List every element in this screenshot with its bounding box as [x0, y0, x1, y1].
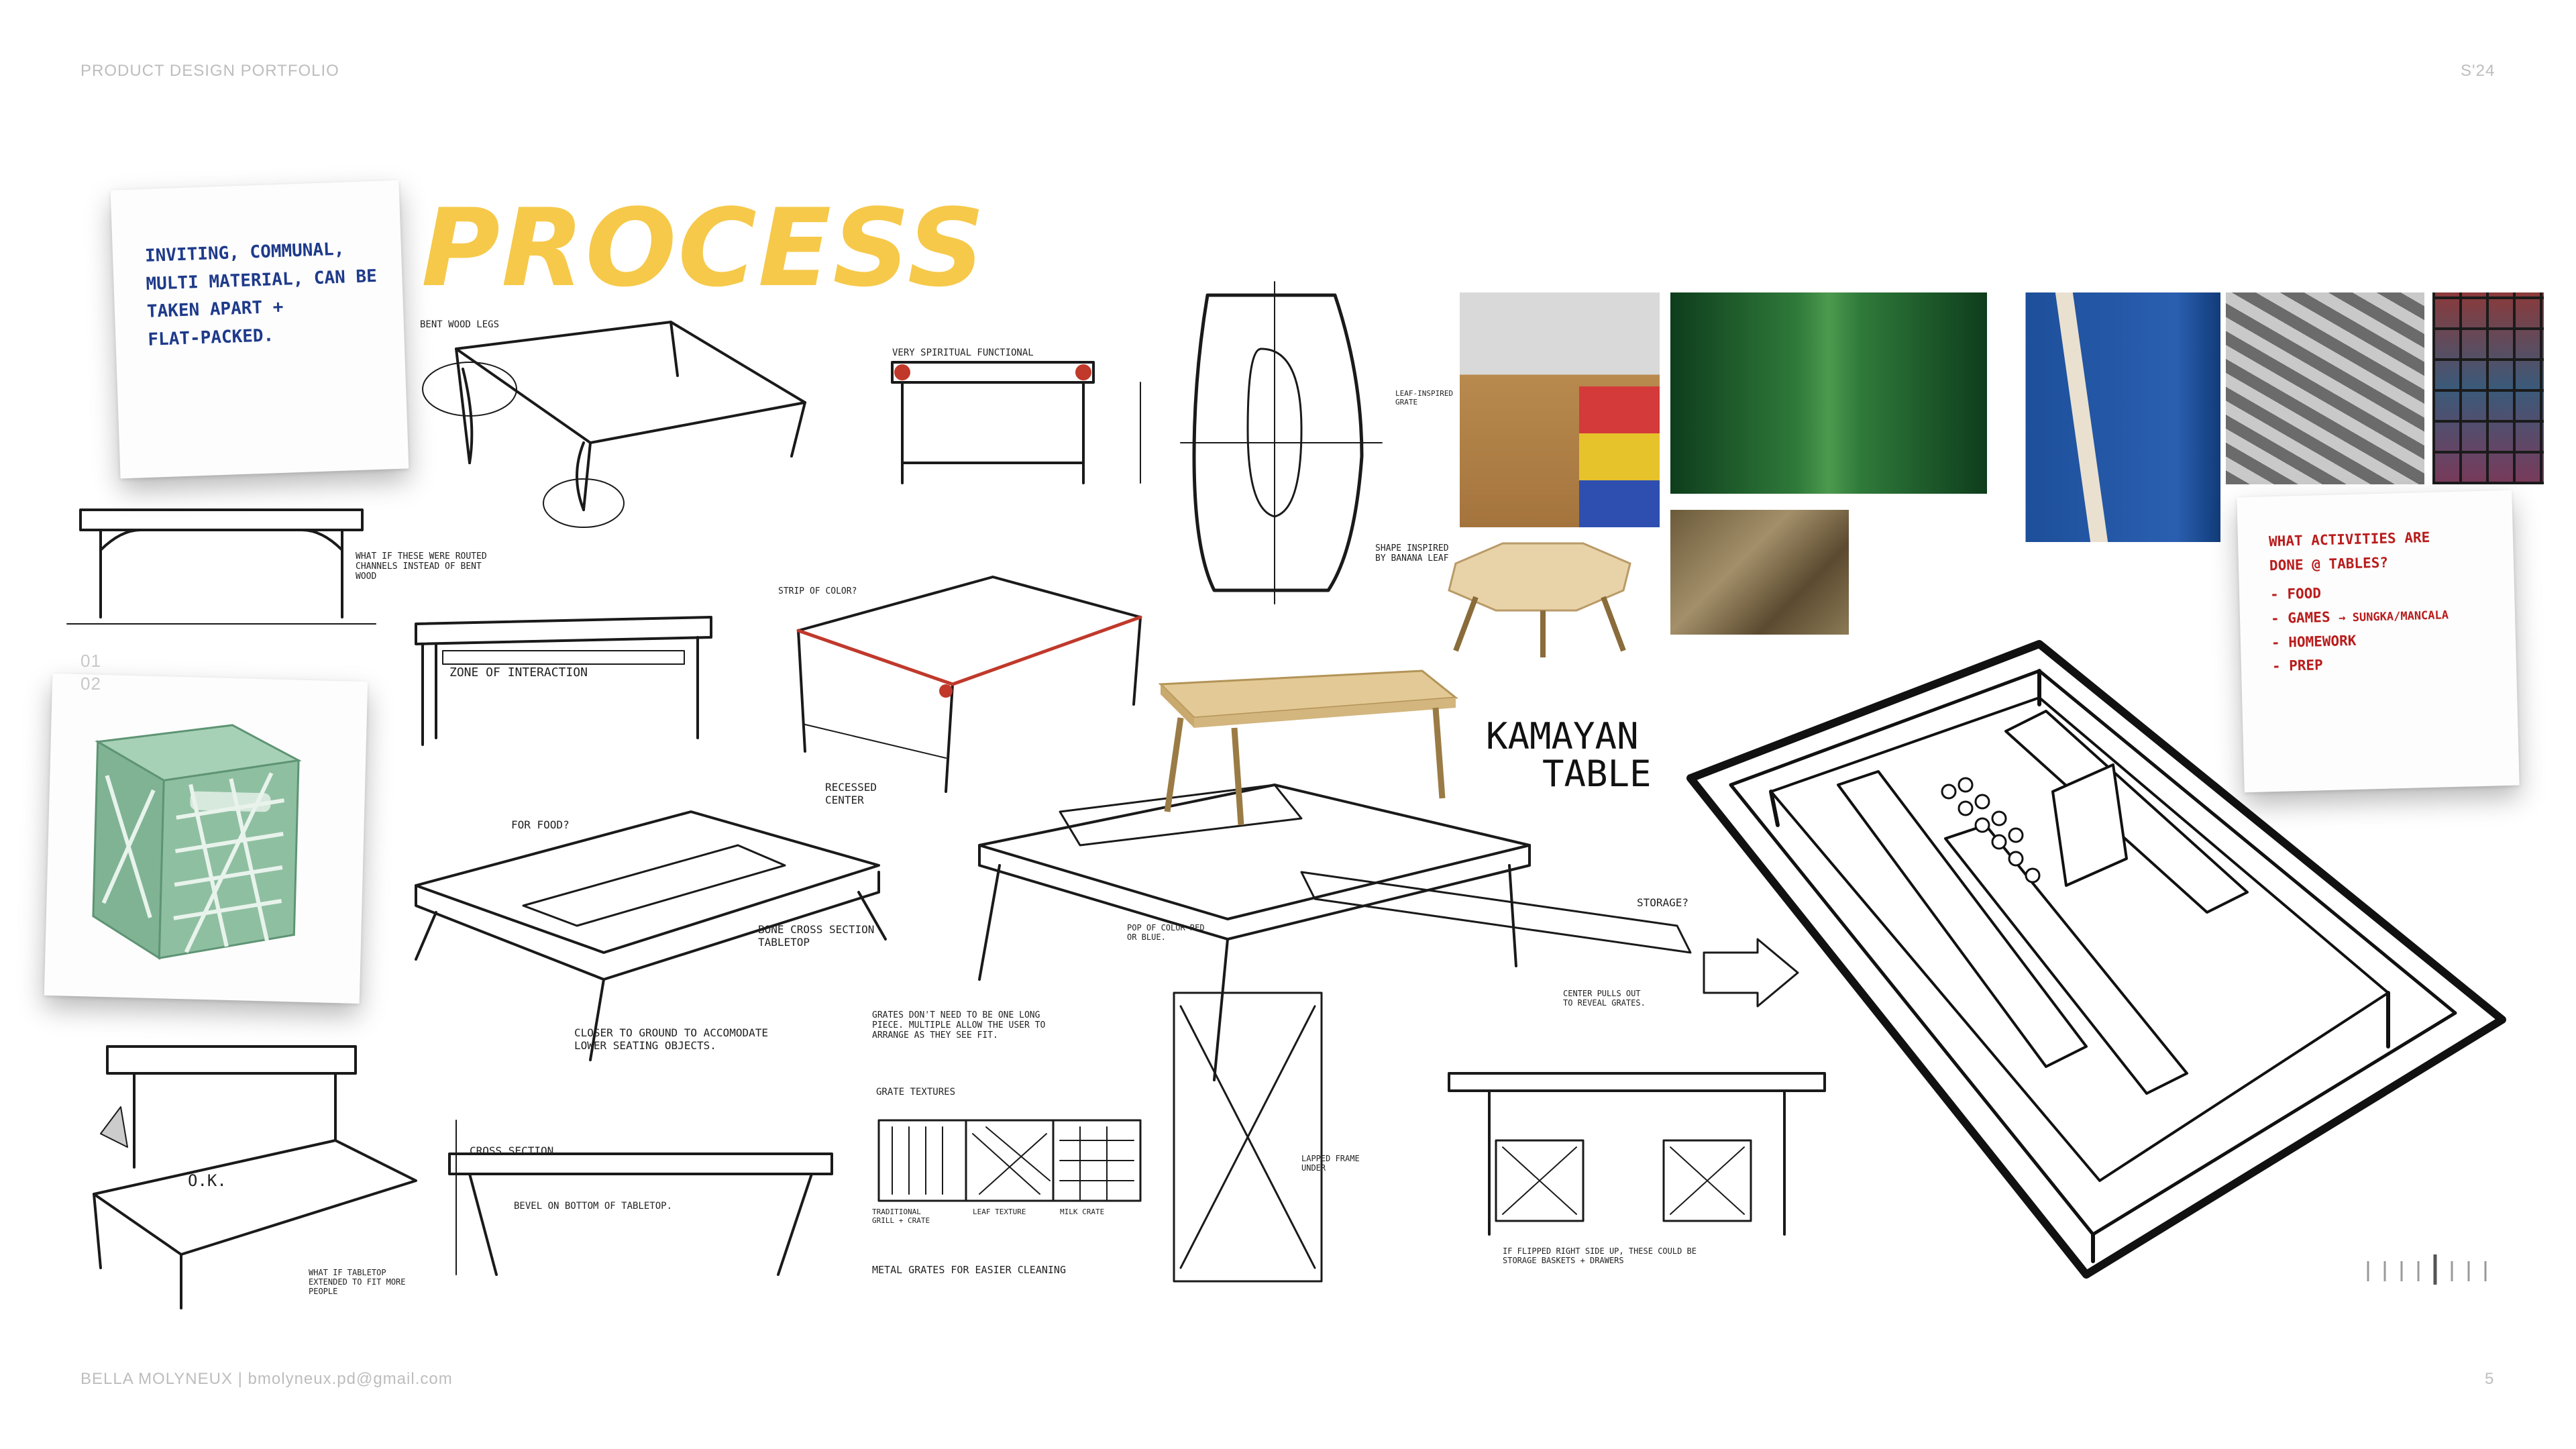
label-for-food: FOR FOOD?	[511, 818, 570, 831]
label-leaf-grate: LEAF-INSPIRED GRATE	[1395, 389, 1454, 407]
label-lapped: LAPPED FRAME UNDER	[1301, 1154, 1360, 1173]
label-very-spiritual: VERY SPIRITUAL FUNCTIONAL	[892, 347, 1034, 358]
sketch-table-elevation	[66, 508, 376, 625]
label-interaction: ZONE OF INTERACTION	[449, 665, 588, 680]
side-marker: 01 02	[80, 649, 101, 695]
photo-wood-bundles	[1670, 510, 1849, 635]
kamayan-line-1: KAMAYAN	[1486, 715, 1639, 757]
page-indicator	[2367, 1254, 2487, 1285]
side-marker-02: 02	[80, 674, 101, 694]
header-left: PRODUCT DESIGN PORTFOLIO	[80, 62, 339, 80]
sketch-lapped-frame	[1173, 991, 1323, 1283]
sketch-table-bentwood	[422, 321, 806, 528]
label-cross-section: CROSS SECTION	[470, 1144, 554, 1157]
note-right-item: - GAMES	[2270, 608, 2330, 627]
footer-left: BELLA MOLYNEUX | bmolyneux.pd@gmail.com	[80, 1370, 453, 1388]
arrow-icon	[1703, 938, 1799, 1008]
kamayan-label: KAMAYAN TABLE	[1486, 718, 1652, 793]
sticky-note-right: WHAT ACTIVITIES ARE DONE @ TABLES? - FOO…	[2237, 490, 2520, 793]
photo-crate-shelf	[2432, 292, 2544, 484]
note-right-item: - PREP	[2271, 657, 2324, 675]
label-grate-traditional: TRADITIONAL GRILL + CRATE	[872, 1208, 930, 1225]
label-bone: BONE CROSS SECTION TABLETOP	[758, 923, 875, 949]
sketch-table-recessed	[415, 810, 887, 1061]
label-flipped: IF FLIPPED RIGHT SIDE UP, THESE COULD BE…	[1503, 1246, 1697, 1265]
note-right-heading: DONE @ TABLES?	[2269, 554, 2389, 574]
note-right-heading: WHAT ACTIVITIES ARE	[2268, 529, 2430, 550]
grate-texture-swatches	[877, 1119, 1142, 1202]
kamayan-line-2: TABLE	[1542, 753, 1652, 795]
label-strip-color: STRIP OF COLOR?	[778, 586, 857, 596]
label-storage: STORAGE?	[1637, 896, 1689, 909]
sticky-note-crate	[44, 673, 368, 1004]
label-center-pulls: CENTER PULLS OUT TO REVEAL GRATES.	[1563, 989, 1646, 1008]
header-right: S'24	[2461, 62, 2496, 80]
label-bent-wood: BENT WOOD LEGS	[420, 319, 500, 330]
label-bevel: BEVEL ON BOTTOM OF TABLETOP.	[514, 1201, 673, 1212]
label-routed: WHAT IF THESE WERE ROUTED CHANNELS INSTE…	[356, 551, 487, 582]
render-plywood-table	[1158, 669, 1458, 826]
label-what-if-extended: WHAT IF TABLETOP EXTENDED TO FIT MORE PE…	[309, 1268, 406, 1296]
sketch-leaf-tabletop	[1180, 281, 1383, 604]
render-octagon-table	[1448, 542, 1631, 657]
label-recessed: RECESSED CENTER	[825, 781, 877, 806]
label-closer: CLOSER TO GROUND TO ACCOMODATE LOWER SEA…	[574, 1026, 768, 1052]
note-right-item-games: - GAMES → SUNGKA/MANCALA	[2270, 608, 2449, 627]
page-title: PROCESS	[421, 185, 986, 311]
isometric-table-illustration	[1686, 640, 2506, 1279]
sketch-table-extended	[93, 1045, 417, 1309]
label-grate-leaf: LEAF TEXTURE	[973, 1208, 1026, 1216]
photo-metal-grate	[2226, 292, 2424, 484]
photo-blue-wood	[1999, 292, 2220, 542]
sketch-storage-table	[1448, 1072, 1826, 1236]
label-okay: O.K.	[188, 1171, 227, 1190]
footer-page-number: 5	[2485, 1370, 2495, 1388]
milk-crate-illustration	[92, 724, 302, 960]
label-grate-milk: MILK CRATE	[1060, 1208, 1105, 1216]
photo-banana-leaf	[1670, 292, 1987, 494]
sketch-table-cross	[448, 1120, 833, 1276]
note-right-games-extra: SUNGKA/MANCALA	[2352, 608, 2449, 625]
label-shape-banana: SHAPE INSPIRED BY BANANA LEAF	[1375, 543, 1449, 564]
side-marker-01: 01	[80, 651, 101, 671]
sketch-table-front	[891, 361, 1141, 484]
sketch-table-strip	[796, 576, 1142, 793]
label-pop-color: POP OF COLOR RED OR BLUE.	[1127, 923, 1205, 942]
sketch-table-zone	[415, 616, 712, 746]
sketch-table-grate	[978, 784, 1692, 1081]
label-grate-textures: GRATE TEXTURES	[876, 1087, 956, 1097]
photo-rattan-crates	[1460, 292, 1660, 527]
label-grates: GRATES DON'T NEED TO BE ONE LONG PIECE. …	[872, 1010, 1046, 1040]
label-metal-grates: METAL GRATES FOR EASIER CLEANING	[872, 1264, 1066, 1276]
